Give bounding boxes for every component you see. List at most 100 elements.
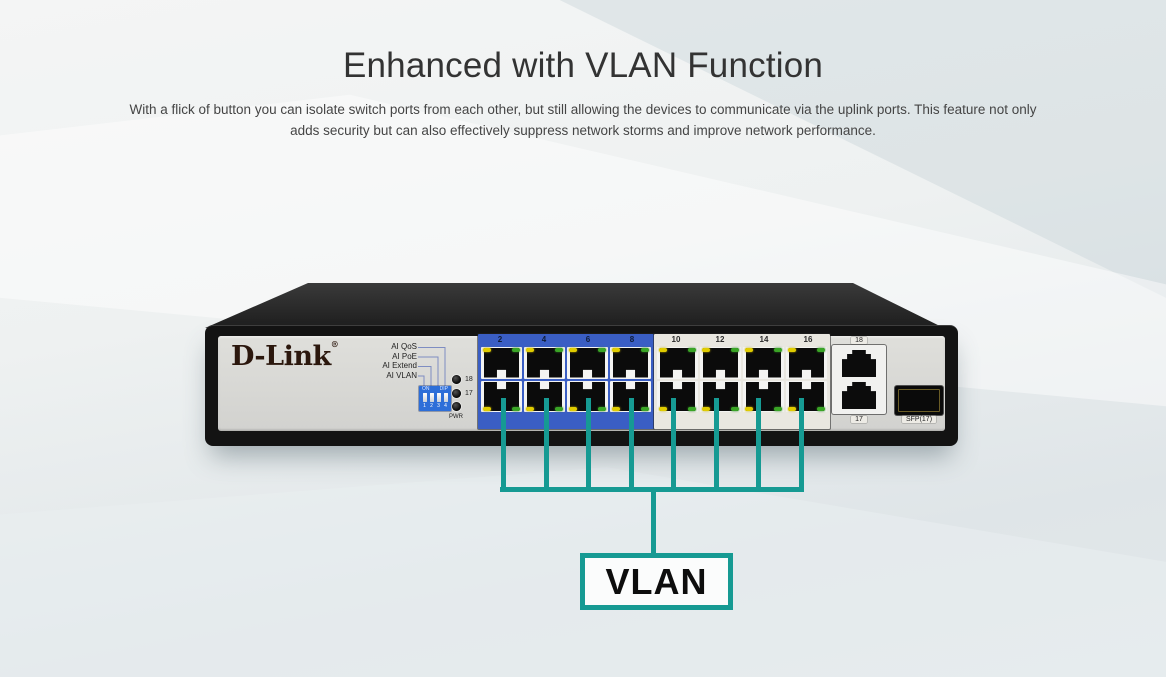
port-number: 14: [759, 335, 769, 344]
rj45-port: [786, 347, 827, 379]
led-label-pwr: PWR: [449, 414, 463, 420]
vlan-connector-line: [670, 398, 676, 492]
dip-on-label: ON: [422, 386, 430, 392]
port-led-yellow: [526, 348, 534, 352]
uplink-port17-label: 17: [832, 416, 886, 424]
port-led-green: [817, 407, 825, 411]
port-led-yellow: [702, 348, 710, 352]
dip-feature-label: AI QoS: [391, 342, 417, 351]
vlan-connector-line: [543, 398, 549, 492]
rj45-port: [743, 347, 784, 379]
led-label-17: 17: [465, 390, 473, 397]
ports-grid: [654, 345, 830, 414]
dip-number: 1: [423, 403, 426, 409]
port-led-green: [512, 407, 520, 411]
port-led-yellow: [612, 407, 620, 411]
dip-number: 4: [444, 403, 447, 409]
port-led-yellow: [788, 407, 796, 411]
port-number: 6: [585, 335, 591, 344]
port-number: 16: [803, 335, 813, 344]
led-power: [452, 402, 461, 411]
sfp-port: [895, 386, 943, 415]
dip-toggle: [443, 393, 448, 402]
uplink-rj45-17: [842, 382, 876, 409]
description-line: With a flick of button you can isolate s…: [129, 102, 1037, 117]
led-port17: [452, 389, 461, 398]
port-number: 2: [497, 335, 503, 344]
port-led-green: [774, 407, 782, 411]
port-led-green: [641, 348, 649, 352]
port-number: 12: [715, 335, 725, 344]
vlan-connector-line: [628, 398, 634, 492]
rj45-port: [700, 347, 741, 379]
port-led-green: [598, 348, 606, 352]
uplink-ports: [832, 345, 886, 414]
rj45-port: [700, 380, 741, 412]
port-led-yellow: [483, 348, 491, 352]
dlink-logo: D-Link®: [231, 339, 339, 372]
led-label-18: 18: [465, 376, 473, 383]
port-led-yellow: [659, 407, 667, 411]
vlan-connector-line: [713, 398, 719, 492]
port-led-green: [688, 407, 696, 411]
rj45-port: [657, 380, 698, 412]
port-led-green: [817, 348, 825, 352]
dip-number: 2: [430, 403, 433, 409]
port-number: 4: [541, 335, 547, 344]
port-number: 10: [671, 335, 681, 344]
rj45-port: [743, 380, 784, 412]
dip-toggle: [422, 393, 427, 402]
vlan-connector-line: [798, 398, 804, 492]
port-led-green: [555, 348, 563, 352]
port-led-yellow: [745, 348, 753, 352]
port-led-yellow: [702, 407, 710, 411]
description-line: adds security but can also effectively s…: [290, 123, 876, 138]
uplink-rj45-18: [842, 350, 876, 377]
port-led-yellow: [569, 348, 577, 352]
port-led-yellow: [526, 407, 534, 411]
rj45-port: [481, 347, 522, 379]
dip-feature-label: AI PoE: [392, 351, 417, 361]
port-led-green: [641, 407, 649, 411]
rj45-port: [610, 347, 651, 379]
dip-feature-label: AI VLAN: [386, 370, 417, 380]
dip-toggles: [419, 392, 451, 403]
led-port18: [452, 375, 461, 384]
uplink-port18-label: 18: [832, 337, 886, 345]
dip-feature-label: AI Extend: [382, 361, 417, 370]
port-led-green: [731, 407, 739, 411]
port-led-yellow: [788, 348, 796, 352]
port-led-yellow: [612, 348, 620, 352]
port-led-green: [555, 407, 563, 411]
port-led-green: [731, 348, 739, 352]
vlan-connector-line: [755, 398, 761, 492]
port-led-green: [598, 407, 606, 411]
vlan-connector-line: [500, 398, 506, 492]
registered-mark: ®: [330, 339, 339, 349]
vlan-label: VLAN: [605, 560, 708, 602]
rj45-port: [786, 380, 827, 412]
dip-connector-lines: [418, 347, 446, 387]
dip-toggle: [436, 393, 441, 402]
page-description: With a flick of button you can isolate s…: [0, 99, 1166, 141]
rj45-port: [657, 347, 698, 379]
dip-dip-label: DIP: [439, 386, 448, 392]
rj45-port: [567, 380, 608, 412]
sfp-label: SFP(17): [891, 416, 947, 424]
vlan-connector-bar: [500, 487, 804, 492]
port-number-band: 10 12 14 16: [654, 334, 830, 345]
page-title: Enhanced with VLAN Function: [342, 46, 824, 85]
port-led-green: [688, 348, 696, 352]
port-led-yellow: [745, 407, 753, 411]
vlan-connector-drop: [651, 492, 656, 553]
rj45-port: [567, 347, 608, 379]
dip-toggle: [429, 393, 434, 402]
dip-number: 3: [437, 403, 440, 409]
port-led-green: [512, 348, 520, 352]
